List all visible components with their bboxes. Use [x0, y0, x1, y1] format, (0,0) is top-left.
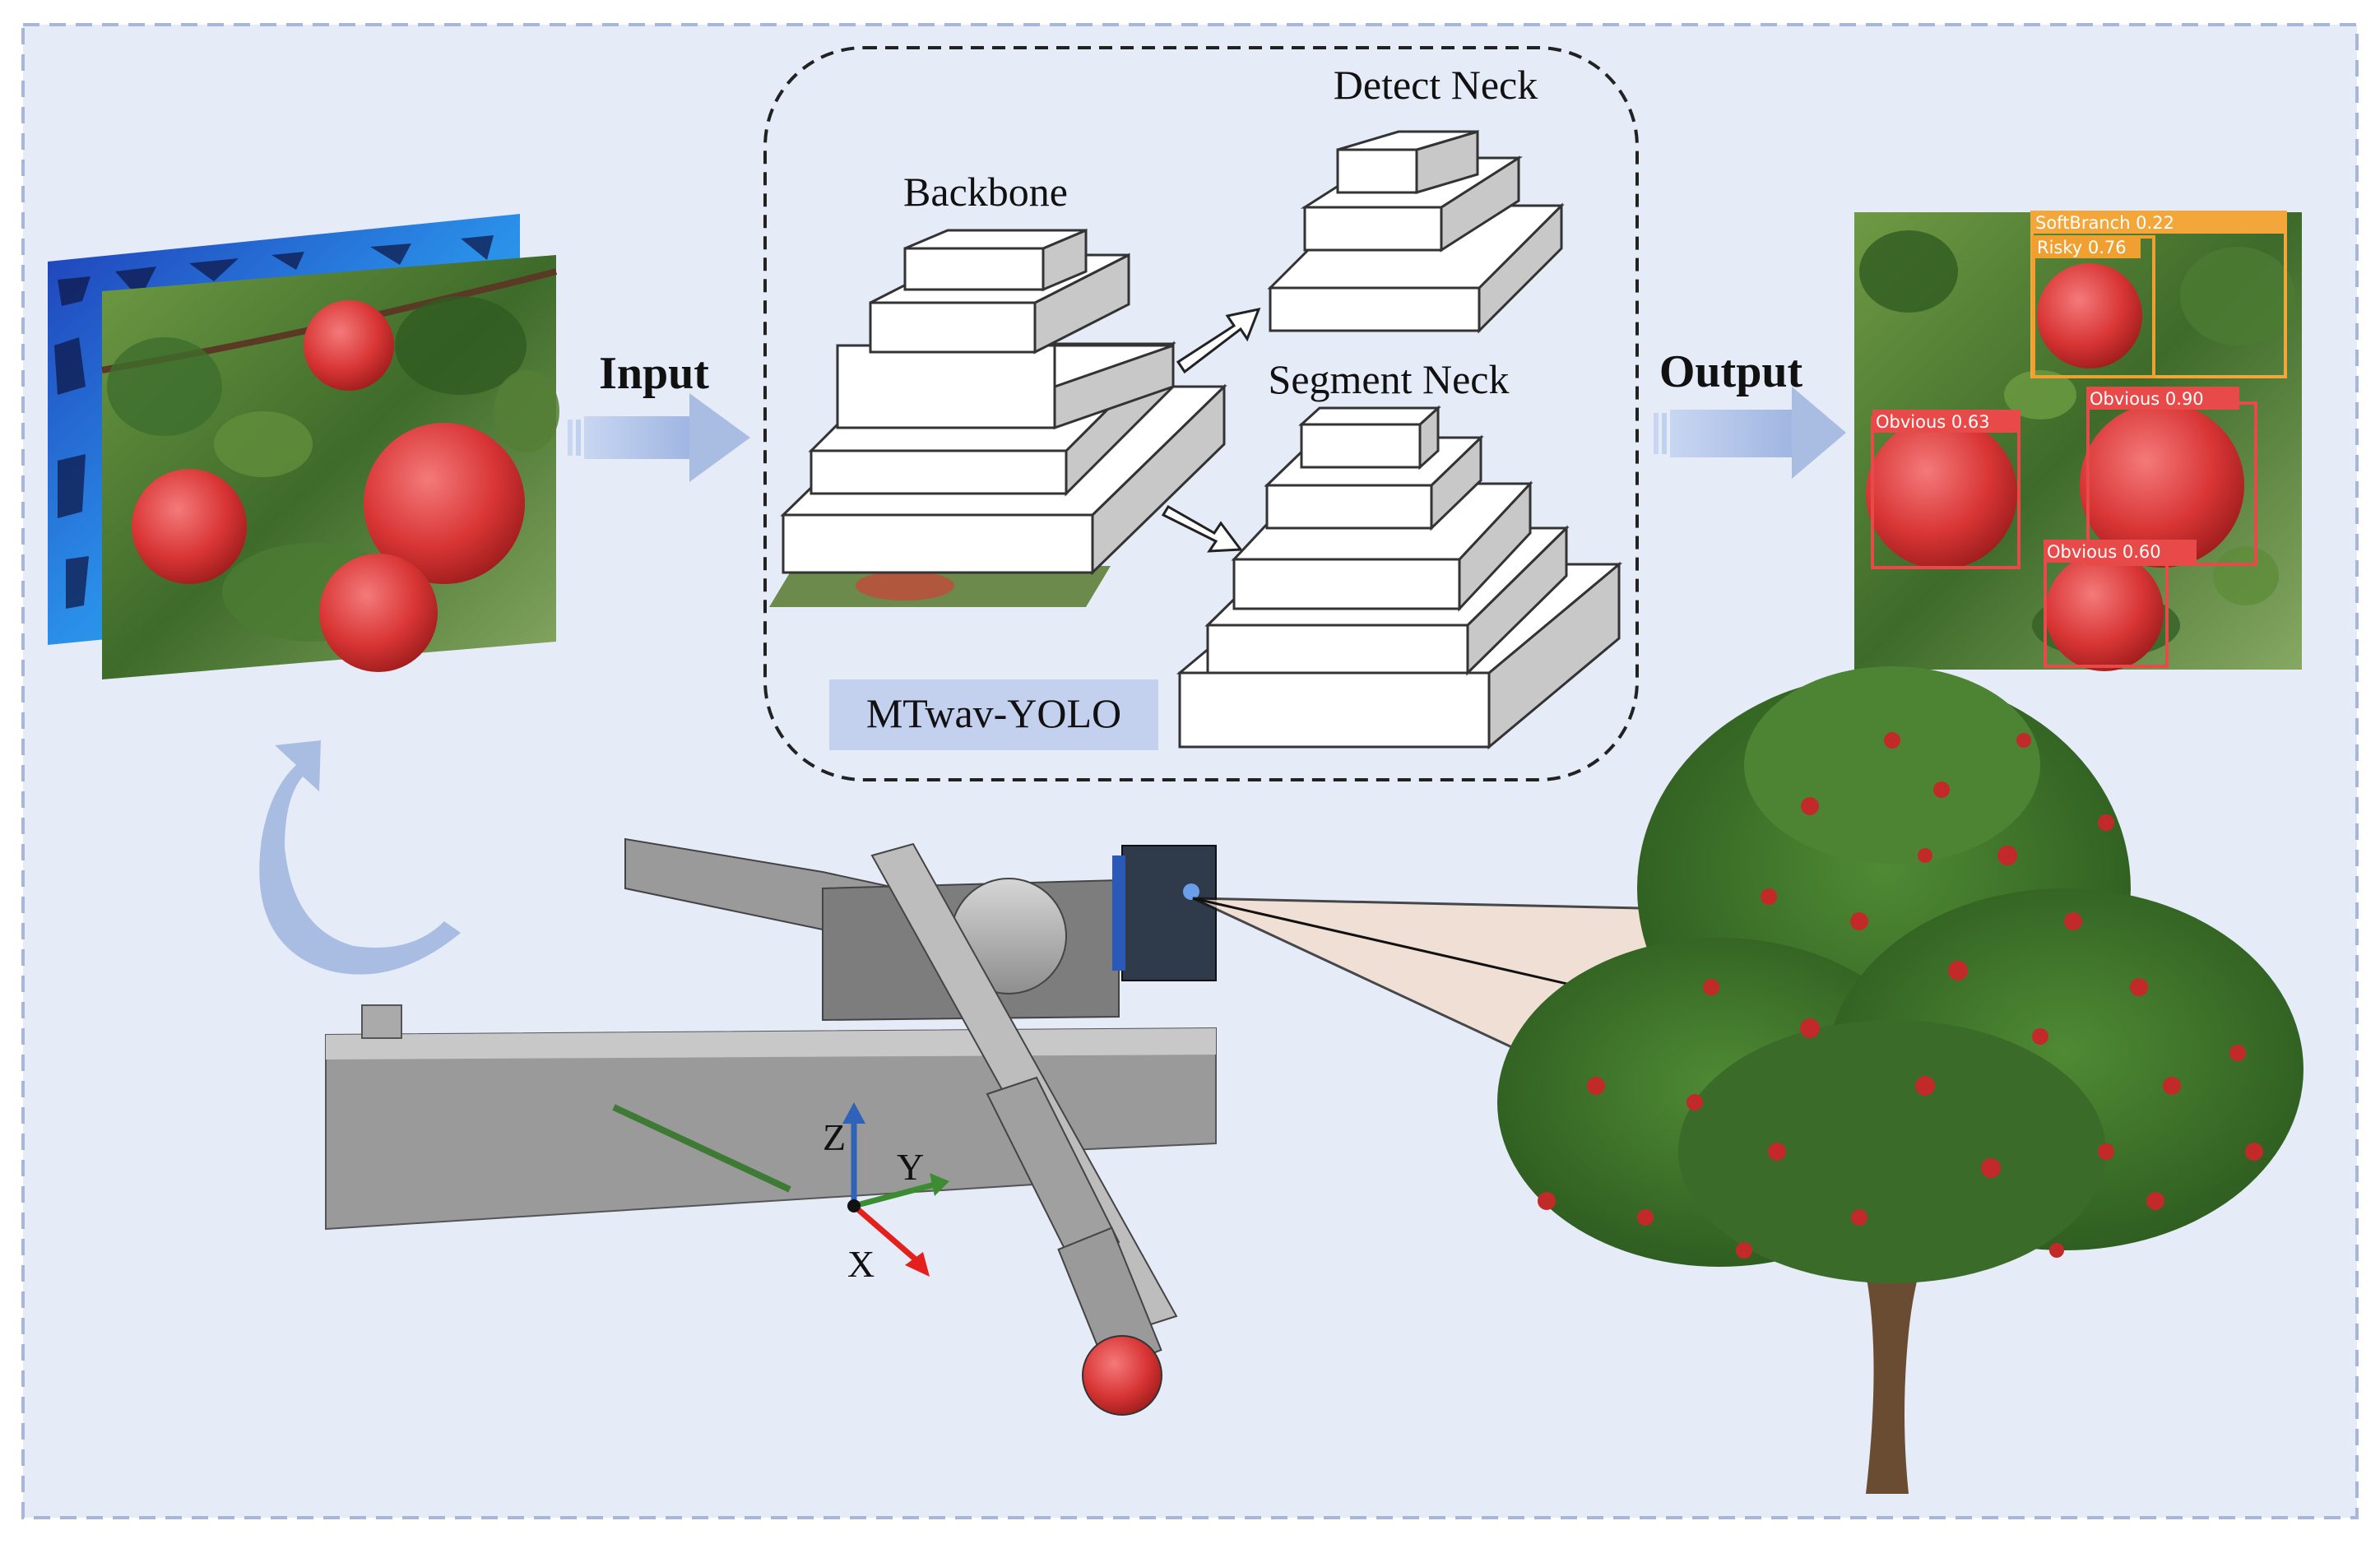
- apple-icon: [1082, 1335, 1162, 1416]
- camera-icon: [1121, 845, 1217, 981]
- backbone-to-detect-arrow: [1176, 307, 1261, 374]
- input-label: Input: [599, 348, 709, 399]
- segment-neck-label: Segment Neck: [1269, 356, 1510, 402]
- apple-icon: [2080, 403, 2244, 568]
- coordinate-axes: Z Y X: [823, 1102, 949, 1285]
- model-boundary: [763, 46, 1639, 781]
- detect-neck-pyramid: [1267, 129, 1565, 334]
- tree-apples: [1538, 732, 2263, 1259]
- y-axis-label: Y: [897, 1146, 924, 1188]
- apple-icon: [364, 423, 525, 584]
- apple-icon: [132, 469, 247, 584]
- detection-label: Risky 0.76: [2037, 238, 2127, 257]
- backbone-label: Backbone: [903, 169, 1068, 215]
- apple-icon: [2045, 553, 2164, 671]
- apple-icon: [304, 300, 394, 391]
- apple-icon: [1866, 418, 2017, 569]
- x-axis-arrow: [851, 1203, 919, 1263]
- model-name-box: [829, 679, 1158, 750]
- robot-harvester: [325, 837, 1217, 1416]
- input-flow-arrow: [568, 393, 750, 482]
- output-flow-arrow: [1654, 387, 1846, 479]
- detect-neck-label: Detect Neck: [1334, 62, 1538, 108]
- output-detection-image: SoftBranch 0.22 Risky 0.76 Obvious 0.63 …: [1854, 211, 2302, 671]
- backbone-pyramid: [769, 228, 1227, 607]
- input-image-stack: [48, 214, 559, 679]
- detection-label: Obvious 0.90: [2090, 389, 2204, 409]
- detection-label: SoftBranch 0.22: [2035, 213, 2174, 233]
- z-axis-label: Z: [823, 1116, 846, 1158]
- apple-icon: [319, 554, 438, 672]
- detection-label: Obvious 0.60: [2047, 542, 2161, 562]
- depth-map-texture: [54, 235, 494, 609]
- detection-label: Obvious 0.63: [1876, 412, 1990, 432]
- y-axis-arrow: [853, 1181, 935, 1209]
- x-axis-label: X: [847, 1243, 875, 1285]
- output-label: Output: [1659, 346, 1803, 397]
- model-name-label: MTwav-YOLO: [866, 690, 1121, 736]
- rgb-image-content: [101, 268, 559, 672]
- segment-neck-pyramid: [1176, 405, 1623, 750]
- apple-tree: [1497, 666, 2303, 1494]
- apple-icon: [2037, 263, 2142, 369]
- backbone-to-segment-arrow: [1161, 504, 1243, 553]
